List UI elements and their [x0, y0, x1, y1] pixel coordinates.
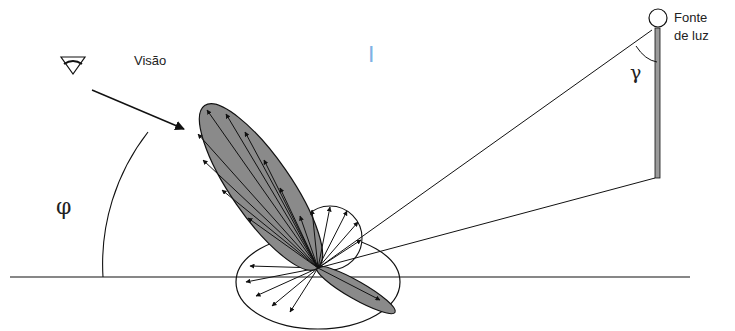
lobe-arrows — [198, 110, 380, 300]
view-arrow — [92, 90, 184, 129]
specular-lobe — [180, 89, 342, 286]
lobe-tail — [312, 260, 399, 320]
view-label: Visão — [134, 52, 166, 70]
diffuse-arrows — [246, 266, 318, 312]
angle-label: γ — [630, 60, 641, 86]
lamp-bulb — [649, 9, 667, 27]
gamma-arc — [636, 46, 657, 62]
angle-label: φ — [56, 192, 71, 222]
light-ray — [318, 30, 652, 268]
phi-arc — [103, 132, 148, 277]
marker-label: I — [368, 40, 375, 70]
lamp-pole — [655, 28, 660, 178]
light-ray — [318, 178, 655, 268]
source-label: Fonte de luz — [674, 9, 720, 44]
eye-symbol — [61, 57, 85, 74]
eye-lid — [64, 61, 82, 64]
